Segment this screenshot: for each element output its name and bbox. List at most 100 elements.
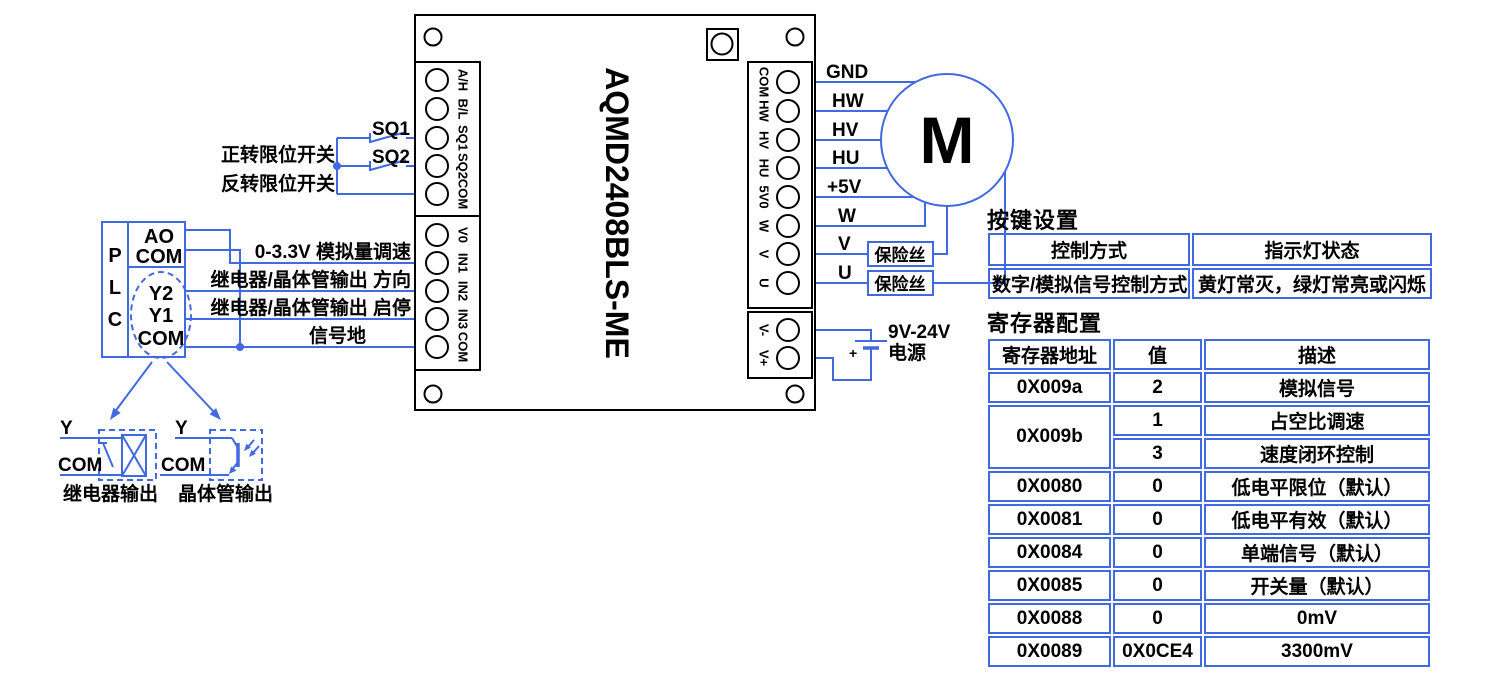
- terminal-label: SQ1: [456, 125, 471, 151]
- table-row: 0X0080 0 低电平限位（默认）: [988, 471, 1430, 502]
- column-header: 值: [1113, 339, 1202, 370]
- register-config-title: 寄存器配置: [987, 311, 1103, 336]
- mounting-hole: [423, 384, 443, 404]
- plus5v-label: +5V: [827, 177, 862, 198]
- register-value-cell: 0: [1113, 570, 1202, 601]
- relay-y-label: Y: [60, 418, 73, 439]
- power-label: 电源: [888, 341, 926, 364]
- terminal-label: SQ2: [456, 153, 471, 179]
- relay-dashed-box: [98, 429, 157, 481]
- plc-com-label: COM: [136, 246, 183, 268]
- register-desc-cell: 0mV: [1203, 603, 1430, 634]
- fuse-box-2: [867, 270, 934, 296]
- junction-dot: [236, 343, 244, 351]
- plc-ao-label: AO: [144, 226, 174, 248]
- register-desc-cell: 低电平限位（默认）: [1203, 471, 1430, 502]
- register-address-cell: 0X0085: [988, 570, 1112, 601]
- register-value-cell: 0: [1113, 504, 1202, 535]
- terminal: [425, 279, 449, 303]
- plc-dividers: [127, 222, 185, 357]
- key-settings-title: 按键设置: [987, 208, 1080, 233]
- register-address-cell: 0X0088: [988, 603, 1112, 634]
- arrowhead-icon: [110, 407, 121, 420]
- terminal: [776, 156, 800, 180]
- power-supply: + 9V-24V 电源: [813, 322, 951, 381]
- w-wire: [813, 202, 926, 227]
- table-row: 0X009b 1 占空比调速: [988, 405, 1430, 469]
- hu-label: HU: [832, 148, 859, 169]
- terminal-label: HW: [757, 100, 772, 122]
- terminal-label: U: [757, 278, 772, 287]
- fuse-box-1: [867, 241, 934, 267]
- u-wire: [813, 172, 1006, 284]
- gnd-label: GND: [826, 62, 868, 83]
- terminal-label: COM: [456, 179, 471, 209]
- terminal: [425, 335, 449, 359]
- transistor-output-symbol: Y COM 晶体管输出: [160, 418, 273, 505]
- analog-speed-label: 0-3.3V 模拟量调速: [255, 240, 411, 263]
- terminal: [425, 97, 449, 121]
- mounting-hole: [785, 384, 805, 404]
- transistor-y-label: Y: [175, 418, 188, 439]
- left-top-terminal-block: A/H B/L SQ1 SQ2 COM: [414, 61, 481, 217]
- plc-output-ellipse: [130, 271, 192, 359]
- table-header-row: 寄存器地址 值 描述: [988, 339, 1430, 370]
- motor-m-label: M: [920, 103, 975, 177]
- output-symbols: Y COM 继电器输出 Y COM 晶体管输出: [58, 361, 273, 505]
- register-value-cell: 0: [1113, 537, 1202, 568]
- plc-letter-c: C: [108, 309, 122, 331]
- register-value-cell: 0: [1113, 603, 1202, 634]
- terminal: [776, 271, 800, 295]
- left-bottom-terminal-block: V0 IN1 IN2 IN3 COM: [414, 215, 481, 371]
- power-voltage-label: 9V-24V: [888, 322, 951, 343]
- terminal-label: 5V0: [757, 185, 772, 208]
- terminal: [776, 70, 800, 94]
- terminal-label: B/L: [456, 99, 471, 120]
- battery-plus-label: +: [849, 345, 857, 361]
- plc-letter-p: P: [108, 245, 121, 267]
- terminal: [776, 346, 800, 370]
- terminal-label: V+: [757, 350, 772, 367]
- transistor-dashed-box: [209, 429, 263, 481]
- terminal-label: A/H: [456, 69, 471, 91]
- column-header: 控制方式: [988, 233, 1190, 266]
- relay-coil-icon: [121, 434, 147, 477]
- register-desc-cell: 3300mV: [1203, 636, 1430, 667]
- emitter-arrowhead-icon: [229, 466, 237, 474]
- column-header: 寄存器地址: [988, 339, 1112, 370]
- register-address-cell: 0X0084: [988, 537, 1112, 568]
- table-row: 0X0088 0 0mV: [988, 603, 1430, 634]
- u-label: U: [838, 263, 852, 284]
- plc-com-wire: [185, 249, 241, 347]
- table-row: 0X0085 0 开关量（默认）: [988, 570, 1430, 601]
- terminal-label: IN2: [456, 281, 471, 301]
- plc-letter-l: L: [109, 277, 121, 299]
- terminal-label: IN3: [456, 309, 471, 329]
- plc-box: [101, 221, 186, 358]
- relay-contact-icon: [99, 442, 114, 468]
- arrowhead-icon: [209, 408, 221, 420]
- register-value-cell: 0X0CE4: [1113, 636, 1202, 667]
- register-config-table: 寄存器地址 值 描述 0X009a 2 模拟信号 0X009b 1 占空比调速 …: [986, 337, 1432, 669]
- plc-y1-label: Y1: [149, 305, 173, 327]
- register-value-cell: 1: [1113, 405, 1202, 436]
- vplus-wire: [813, 349, 872, 381]
- led-status-cell: 黄灯常灭，绿灯常亮或闪烁: [1192, 268, 1432, 299]
- analog-wire: [185, 229, 415, 264]
- terminal-label: V0: [456, 227, 471, 243]
- transistor-output-label: 晶体管输出: [178, 482, 273, 505]
- register-desc-cell: 模拟信号: [1203, 372, 1430, 403]
- terminal-label: IN1: [456, 253, 471, 273]
- reverse-limit-label: 反转限位开关: [221, 172, 335, 195]
- terminal: [776, 242, 800, 266]
- direction-label: 继电器/晶体管输出 方向: [210, 268, 411, 291]
- table-row: 0X0081 0 低电平有效（默认）: [988, 504, 1430, 535]
- terminal: [425, 223, 449, 247]
- terminal: [776, 214, 800, 238]
- table-header-row: 控制方式 指示灯状态: [988, 233, 1432, 266]
- terminal-label: V-: [757, 324, 772, 336]
- register-desc-cell: 开关量（默认）: [1203, 570, 1430, 601]
- terminal: [425, 251, 449, 275]
- register-address-cell: 0X0089: [988, 636, 1112, 667]
